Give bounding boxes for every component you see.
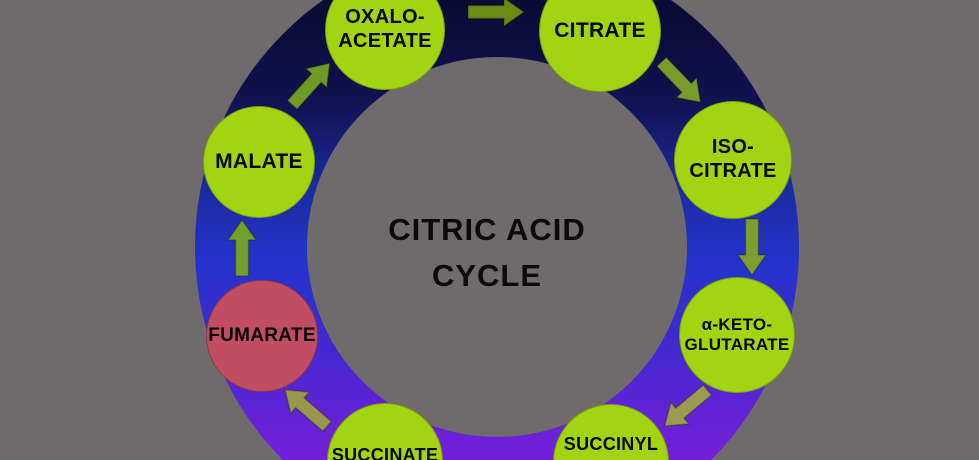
- cycle-ring: [195, 0, 799, 460]
- diagram-title-line2: CYCLE: [431, 258, 543, 293]
- node-fumarate-label: FUMARATE: [208, 324, 316, 346]
- node-oxaloacetate-label-line1: OXALO-: [345, 6, 425, 29]
- diagram-title: CITRIC ACID CYCLE: [317, 207, 657, 299]
- node-alpha-ketoglutarate-label-line1: α-KETO-: [701, 314, 773, 334]
- arrow-succinate-to-fumarate-icon: [283, 388, 333, 433]
- node-isocitrate: ISO- CITRATE: [674, 101, 792, 219]
- node-oxaloacetate-label-line2: ACETATE: [338, 30, 432, 52]
- node-isocitrate-label-line1: ISO-: [711, 136, 755, 159]
- diagram-title-line1: CITRIC ACID: [388, 212, 586, 247]
- node-alpha-ketoglutarate: α-KETO- GLUTARATE: [679, 277, 795, 393]
- arrow-oxaloacetate-to-citrate-icon: [467, 0, 526, 28]
- arrow-isocitrate-to-ketoglutarate-icon: [736, 218, 768, 277]
- node-fumarate: FUMARATE: [206, 280, 318, 392]
- node-malate-label: MALATE: [215, 149, 303, 173]
- node-succinyl-label: SUCCINYL: [563, 434, 659, 455]
- arrow-malate-to-oxaloacetate-icon: [286, 62, 331, 111]
- node-malate: MALATE: [203, 106, 315, 218]
- node-succinate-label: SUCCINATE: [331, 445, 439, 460]
- node-citrate-label: CITRATE: [554, 18, 646, 42]
- arrow-citrate-to-isocitrate-icon: [655, 56, 702, 104]
- node-alpha-ketoglutarate-label-line2: GLUTARATE: [684, 335, 790, 354]
- arrow-fumarate-to-malate-icon: [226, 218, 258, 277]
- node-isocitrate-label-line2: CITRATE: [689, 160, 777, 182]
- arrow-ketoglutarate-to-succinyl-icon: [663, 383, 713, 427]
